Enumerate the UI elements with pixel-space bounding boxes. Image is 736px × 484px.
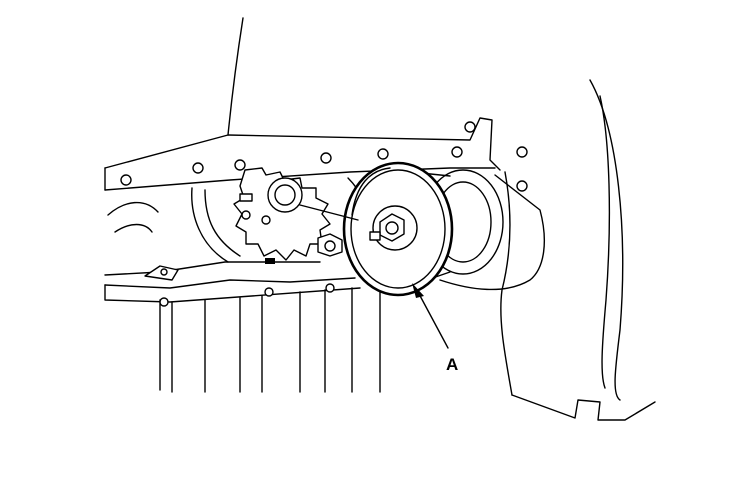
bolt-holes [120,121,528,192]
engine-block-outline [104,17,501,289]
timing-sprocket [233,167,331,261]
bolt [265,233,343,264]
callout-arrow [412,283,449,349]
side-cover-outline [439,79,656,421]
callout-label-a: A [446,355,458,374]
bracket [144,265,179,281]
crankshaft-pulley [299,161,454,297]
oil-pan [104,283,381,393]
